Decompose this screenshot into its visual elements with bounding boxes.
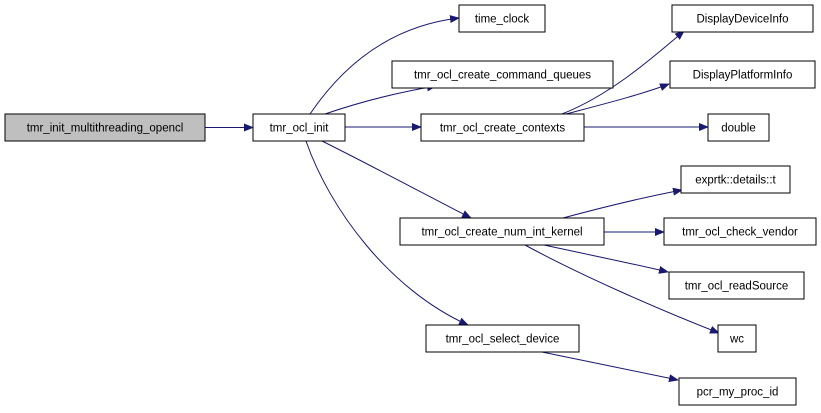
node-label: pcr_my_proc_id xyxy=(697,387,779,399)
edge-contexts-to-disp_device xyxy=(561,30,685,115)
node-box xyxy=(669,60,816,89)
edge-ocl_init-to-time_clock xyxy=(309,15,460,115)
edge-ocl_init-to-select_device xyxy=(305,140,469,326)
node-exprtk-t[interactable]: exprtk::details::t xyxy=(680,165,791,194)
node-time-clock[interactable]: time_clock xyxy=(458,4,546,33)
node-label: time_clock xyxy=(475,14,530,26)
node-select-device[interactable]: tmr_ocl_select_device xyxy=(425,324,580,353)
node-label: double xyxy=(721,123,756,135)
node-box xyxy=(680,165,791,194)
node-box xyxy=(678,377,797,406)
node-label: tmr_ocl_create_command_queues xyxy=(414,70,591,82)
node-label: DisplayPlatformInfo xyxy=(693,70,793,82)
node-check-vendor[interactable]: tmr_ocl_check_vendor xyxy=(663,217,817,246)
node-box xyxy=(707,113,770,142)
node-label: wc xyxy=(729,334,744,346)
node-disp-device[interactable]: DisplayDeviceInfo xyxy=(671,4,814,33)
node-box xyxy=(668,271,805,300)
node-box xyxy=(425,324,580,353)
node-box xyxy=(663,217,817,246)
node-num-int-kernel[interactable]: tmr_ocl_create_num_int_kernel xyxy=(399,217,605,246)
nodes-layer: tmr_init_multithreading_opencl tmr_ocl_in… xyxy=(4,4,817,406)
node-disp-platform[interactable]: DisplayPlatformInfo xyxy=(669,60,816,89)
edge-num_int_kernel-to-wc xyxy=(524,244,720,334)
node-cmd-queues[interactable]: tmr_ocl_create_command_queues xyxy=(391,60,614,89)
node-double[interactable]: double xyxy=(707,113,770,142)
node-box xyxy=(458,4,546,33)
node-label: tmr_ocl_readSource xyxy=(685,281,789,293)
node-pcr-id[interactable]: pcr_my_proc_id xyxy=(678,377,797,406)
node-box xyxy=(391,60,614,89)
node-box xyxy=(252,113,346,142)
node-box xyxy=(671,4,814,33)
node-label: tmr_ocl_create_contexts xyxy=(440,123,566,135)
node-label: tmr_ocl_check_vendor xyxy=(682,227,798,239)
node-read-source[interactable]: tmr_ocl_readSource xyxy=(668,271,805,300)
edge-ocl_init-to-cmd_queues xyxy=(324,83,437,115)
edge-select_device-to-pcr_id xyxy=(541,351,679,383)
node-label: tmr_ocl_create_num_int_kernel xyxy=(421,227,582,239)
node-ocl-init[interactable]: tmr_ocl_init xyxy=(252,113,346,142)
edge-num_int_kernel-to-exprtk_t xyxy=(562,187,683,219)
node-contexts[interactable]: tmr_ocl_create_contexts xyxy=(420,113,585,142)
node-box xyxy=(4,113,206,142)
node-box xyxy=(420,113,585,142)
edge-num_int_kernel-to-read_source xyxy=(543,244,669,274)
edge-contexts-to-disp_platform xyxy=(565,83,670,115)
node-label: exprtk::details::t xyxy=(695,175,776,187)
node-box xyxy=(717,324,757,353)
node-wc[interactable]: wc xyxy=(717,324,757,353)
node-label: tmr_ocl_init xyxy=(270,123,330,135)
node-label: tmr_ocl_select_device xyxy=(446,334,560,346)
node-label: DisplayDeviceInfo xyxy=(696,14,788,26)
node-box xyxy=(399,217,605,246)
edge-ocl_init-to-num_int_kernel xyxy=(321,140,472,219)
node-root: tmr_init_multithreading_opencl xyxy=(4,113,206,142)
edges-layer xyxy=(205,15,720,383)
node-label: tmr_init_multithreading_opencl xyxy=(27,123,184,135)
